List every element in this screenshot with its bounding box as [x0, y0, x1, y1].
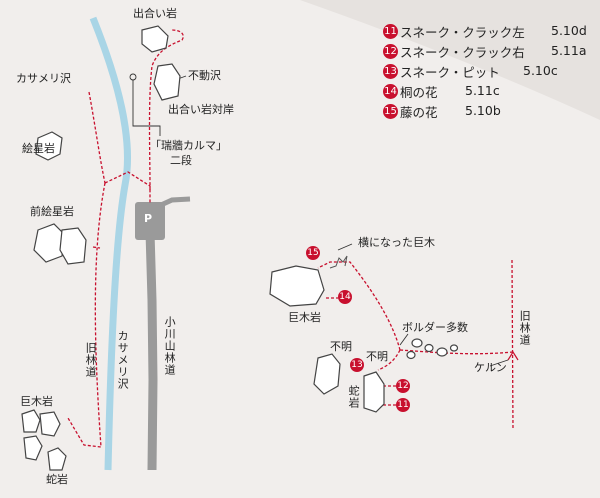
legend-num: 11 — [383, 24, 398, 39]
label-kyurindo-left: 旧林道 — [84, 342, 98, 378]
legend-num: 13 — [383, 64, 398, 79]
legend-name: スネーク・クラック左 — [400, 25, 525, 40]
legend-name: 桐の花 — [400, 85, 438, 100]
rock-fumei-1 — [313, 353, 341, 395]
trail-kyurindo-right — [511, 259, 514, 431]
label-kasameri-top: カサメリ沢 — [16, 72, 71, 85]
label-hebi-right: 蛇岩 — [347, 385, 361, 409]
cairn-marker — [507, 350, 519, 361]
label-yoko-kyoboku: 横になった巨木 — [358, 236, 435, 249]
legend-name: 藤の花 — [400, 105, 438, 120]
label-ogawayama: 小川山林道 — [163, 316, 177, 376]
label-kyoboku-left: 巨木岩 — [20, 395, 53, 408]
road-ogawayama — [145, 231, 158, 471]
label-fudosawa: 不動沢 — [188, 69, 221, 82]
boulder-5 — [449, 344, 459, 352]
boulder-1 — [411, 338, 423, 348]
rock-ebosh — [35, 131, 63, 161]
leader-boulder — [399, 333, 409, 346]
trail-deai-spur — [148, 29, 184, 191]
trail-to-hebi — [377, 349, 401, 371]
label-ebosh: 絵星岩 — [22, 142, 55, 155]
river — [89, 16, 131, 471]
route-badge-13: 13 — [350, 358, 364, 372]
trail-to-kyoboku — [317, 261, 401, 351]
route-badge-12: 12 — [396, 379, 410, 393]
rock-kyoboku-left-b — [39, 411, 61, 437]
leader-kerun — [489, 359, 509, 367]
rock-mae-ebosh-a — [33, 223, 65, 263]
background-shading — [300, 0, 600, 120]
trail-kasameri-upper — [88, 91, 106, 184]
label-kyoboku-right: 巨木岩 — [288, 311, 321, 324]
rock-deai — [141, 25, 169, 53]
label-boulder: ボルダー多数 — [402, 321, 468, 334]
legend-grade: 5.11a — [551, 43, 587, 58]
rock-hebi-left — [47, 447, 67, 471]
label-kerun: ケルン — [474, 361, 507, 374]
legend-num: 15 — [383, 104, 398, 119]
parking-area — [135, 202, 165, 240]
rock-hebi-right — [363, 371, 385, 413]
leader-kyoboku — [337, 243, 353, 251]
legend-grade: 5.11c — [465, 83, 500, 98]
marker-deai-taigan — [129, 73, 137, 81]
trail-kyurindo-left — [67, 182, 106, 448]
trail-mae-ebosh — [92, 246, 101, 249]
boulder-3 — [436, 347, 448, 357]
fallen-tree — [329, 255, 348, 269]
legend-grade: 5.10b — [465, 103, 501, 118]
rock-kyoboku-left-c — [23, 435, 43, 461]
legend-grade: 5.10c — [523, 63, 558, 78]
label-kasameri-v: カサメリ沢 — [116, 330, 130, 390]
rock-mae-ebosh-b — [59, 227, 87, 265]
label-fumei-2: 不明 — [366, 350, 388, 363]
rock-kyoboku-left-a — [21, 409, 41, 433]
label-kyurindo-right: 旧林道 — [518, 310, 532, 346]
label-deai-taigan: 出合い岩対岸 — [168, 103, 234, 116]
trail-12-11 — [383, 385, 396, 406]
legend-num: 12 — [383, 44, 398, 59]
label-zuishi-line2: 二段 — [170, 154, 192, 167]
boulder-4 — [406, 350, 416, 360]
label-deai-iwa: 出合い岩 — [133, 7, 177, 20]
label-parking: P — [144, 212, 153, 225]
route-badge-11: 11 — [396, 398, 410, 412]
label-hebi-left: 蛇岩 — [46, 473, 68, 486]
boulder-2 — [424, 343, 434, 353]
leader-zuishi — [132, 80, 161, 136]
trail-main-right — [399, 349, 514, 355]
legend-grade: 5.10d — [551, 23, 587, 38]
label-mae-ebosh: 前絵星岩 — [30, 205, 74, 218]
label-zuishi-line1: 「瑞牆カルマ」 — [150, 139, 227, 152]
rock-deai-taigan — [153, 63, 181, 101]
route-badge-14: 14 — [338, 290, 352, 304]
trail-center — [104, 171, 151, 204]
rock-kyoboku-right — [269, 265, 325, 307]
legend-name: スネーク・ピット — [400, 65, 500, 80]
route-badge-15: 15 — [306, 246, 320, 260]
label-fumei-1: 不明 — [330, 340, 352, 353]
legend-name: スネーク・クラック右 — [400, 45, 525, 60]
legend-num: 14 — [383, 84, 398, 99]
